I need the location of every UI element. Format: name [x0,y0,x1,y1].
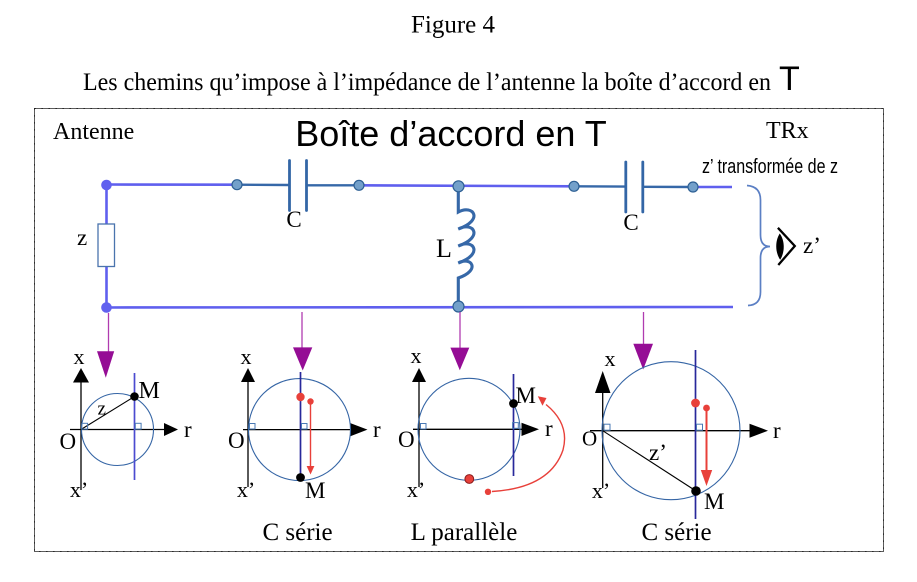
svg-text:Boîte d’accord en T: Boîte d’accord en T [295,113,607,154]
svg-text:x’: x’ [407,477,425,502]
svg-text:M: M [139,378,160,404]
svg-text:z: z [98,399,106,420]
svg-text:C série: C série [641,519,711,546]
svg-text:z: z [77,225,87,250]
svg-text:Les chemins qu’impose à l’impé: Les chemins qu’impose à l’impédance de l… [83,67,771,96]
svg-text:r: r [773,418,781,443]
svg-text:C: C [623,210,638,235]
svg-text:r: r [545,416,553,441]
svg-text:O: O [398,427,415,452]
svg-text:x: x [241,344,252,369]
svg-text:L parallèle: L parallèle [411,519,518,546]
svg-text:r: r [184,417,192,442]
svg-text:M: M [516,383,536,408]
svg-text:O: O [60,429,77,454]
svg-text:x’: x’ [237,477,255,502]
svg-text:TRx: TRx [766,118,809,144]
svg-text:z’: z’ [649,440,667,465]
svg-text:T: T [779,60,800,98]
svg-text:x: x [74,344,85,369]
svg-text:O: O [582,426,597,450]
svg-text:L: L [436,234,452,263]
svg-text:x: x [605,346,616,371]
svg-text:z’ transformée de z: z’ transformée de z [702,156,838,178]
svg-text:Antenne: Antenne [53,119,134,145]
svg-text:O: O [228,428,245,453]
svg-text:C: C [286,207,301,232]
svg-text:x’: x’ [70,477,88,502]
svg-text:M: M [305,478,325,503]
svg-text:M: M [704,489,724,514]
svg-text:C série: C série [262,519,332,546]
svg-text:x: x [411,343,422,368]
svg-text:z’: z’ [803,233,821,258]
svg-text:r: r [373,417,381,442]
svg-text:x’: x’ [592,478,610,503]
svg-text:Figure 4: Figure 4 [411,12,496,39]
